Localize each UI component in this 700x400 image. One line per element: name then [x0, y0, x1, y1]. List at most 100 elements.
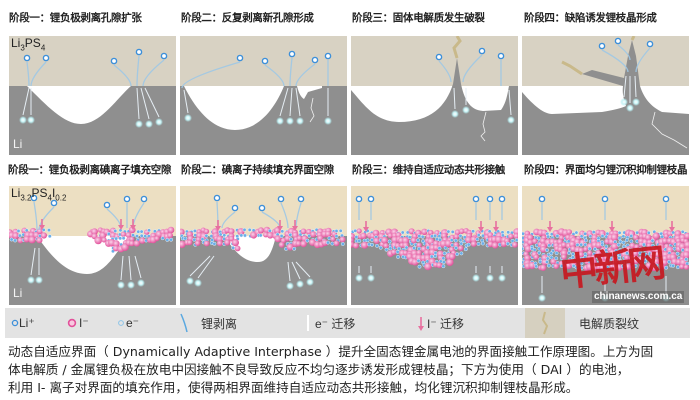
li-stripping-arrow	[289, 57, 293, 87]
electron-migration-arrow	[136, 87, 140, 120]
iodide-particle	[633, 258, 639, 265]
iodide-migration-arrow	[39, 219, 45, 230]
iodide-particle	[684, 241, 689, 249]
li-ion	[42, 54, 50, 62]
li-particle	[475, 237, 480, 242]
iodide-particle	[494, 235, 503, 244]
electrolyte-crack	[561, 36, 636, 76]
li-ion	[135, 48, 143, 56]
li-ion	[140, 195, 148, 203]
iodide-particle	[540, 246, 547, 253]
li-particle	[9, 237, 14, 242]
iodide-particle	[527, 239, 534, 246]
li-particle	[546, 234, 550, 239]
solid-electrolyte-layer	[180, 186, 347, 236]
legend-electron-label: e⁻	[126, 316, 140, 330]
li-particle	[384, 247, 389, 252]
li-particle	[204, 233, 209, 238]
li-particle	[534, 264, 539, 269]
electrolyte-label-li3ps4: Li3PS4	[11, 36, 46, 53]
li-particle	[537, 250, 542, 255]
li-stripping-arrow	[33, 201, 38, 231]
caption-line-1: 动态自适应界面（ Dynamically Adaptive Interphase…	[8, 344, 654, 359]
li-particle	[506, 230, 511, 235]
iodide-particle	[553, 263, 559, 269]
electron-migration-arrow	[623, 75, 627, 98]
li-particle	[500, 230, 505, 235]
iodide-particle	[661, 259, 668, 266]
electron-migration-arrow	[634, 75, 637, 98]
iodide-particle	[330, 236, 336, 242]
electron-migration-arrow	[120, 255, 124, 281]
panel-illustration	[180, 36, 347, 155]
li-particle	[280, 229, 285, 234]
iodide-particle	[679, 264, 685, 270]
iodide-particle	[352, 242, 359, 249]
iodide-particle	[591, 263, 599, 271]
iodide-particle	[317, 235, 324, 242]
iodide-particle	[453, 233, 460, 240]
iodide-particle	[533, 254, 539, 260]
li-particle	[480, 241, 485, 246]
li-particle	[247, 228, 252, 232]
li-particle	[660, 234, 665, 239]
deposited-li-atom	[626, 104, 634, 112]
li-particle	[416, 258, 421, 263]
iodide-particle	[139, 237, 146, 244]
legend-crack-label: 电解质裂纹	[579, 316, 640, 331]
li-particle	[430, 234, 434, 239]
panel-illustration	[351, 186, 518, 305]
li-particle	[231, 245, 235, 250]
li-particle	[442, 251, 447, 256]
li-particle	[334, 229, 339, 233]
li-particle	[574, 265, 579, 270]
bottom-title-1: 阶段一：锂负极剥离碘离子填充空隙	[8, 164, 172, 176]
li-particle	[538, 259, 543, 264]
deposited-li-atom	[355, 274, 363, 282]
iodide-particle	[295, 240, 302, 247]
iodide-particle	[634, 244, 640, 250]
e-migration-arrow-icon	[307, 315, 309, 331]
iodide-particle	[458, 228, 465, 234]
legend-i-migration-label: I⁻ 迁移	[427, 316, 465, 331]
lithium-anode	[522, 40, 689, 155]
iodide-particle	[12, 232, 20, 240]
iodide-particle	[28, 236, 36, 244]
li-ion	[231, 204, 239, 212]
li-particle	[621, 260, 625, 265]
iodide-particle	[645, 262, 652, 269]
electron-migration-arrow	[128, 255, 132, 281]
electron-migration-arrow	[453, 87, 456, 110]
electron-migration-arrow	[295, 87, 301, 117]
anode-label-bottom: Li	[13, 286, 23, 300]
li-particle	[165, 238, 170, 242]
iodide-particle	[274, 235, 282, 243]
li-particle	[370, 238, 374, 242]
li-particle	[635, 230, 640, 235]
li-particle	[200, 237, 205, 242]
li-particle	[135, 234, 139, 238]
iodide-particle	[487, 232, 494, 238]
deposited-li-atom	[35, 276, 43, 284]
iodide-particle	[629, 242, 636, 249]
iodide-particle	[550, 258, 557, 265]
li-stripping-arrow	[601, 49, 629, 73]
top-title-1: 阶段一：锂负极剥离孔隙扩张	[9, 12, 142, 24]
li-particle	[131, 233, 136, 238]
iodide-particle	[180, 228, 185, 236]
li-particle	[136, 229, 141, 234]
iodide-particle	[333, 240, 340, 247]
li-stripping-arrow	[181, 61, 241, 89]
lithium-anode	[180, 86, 347, 155]
li-particle	[476, 242, 481, 246]
li-particle	[429, 254, 434, 259]
li-particle	[326, 240, 330, 245]
bottom-panel-stage-2	[180, 186, 347, 305]
li-ion	[160, 52, 168, 60]
iodide-particle	[339, 236, 346, 243]
iodide-particle	[296, 235, 303, 241]
li-particle	[441, 260, 446, 265]
iodide-particle	[128, 240, 135, 247]
li-particle	[583, 231, 587, 236]
